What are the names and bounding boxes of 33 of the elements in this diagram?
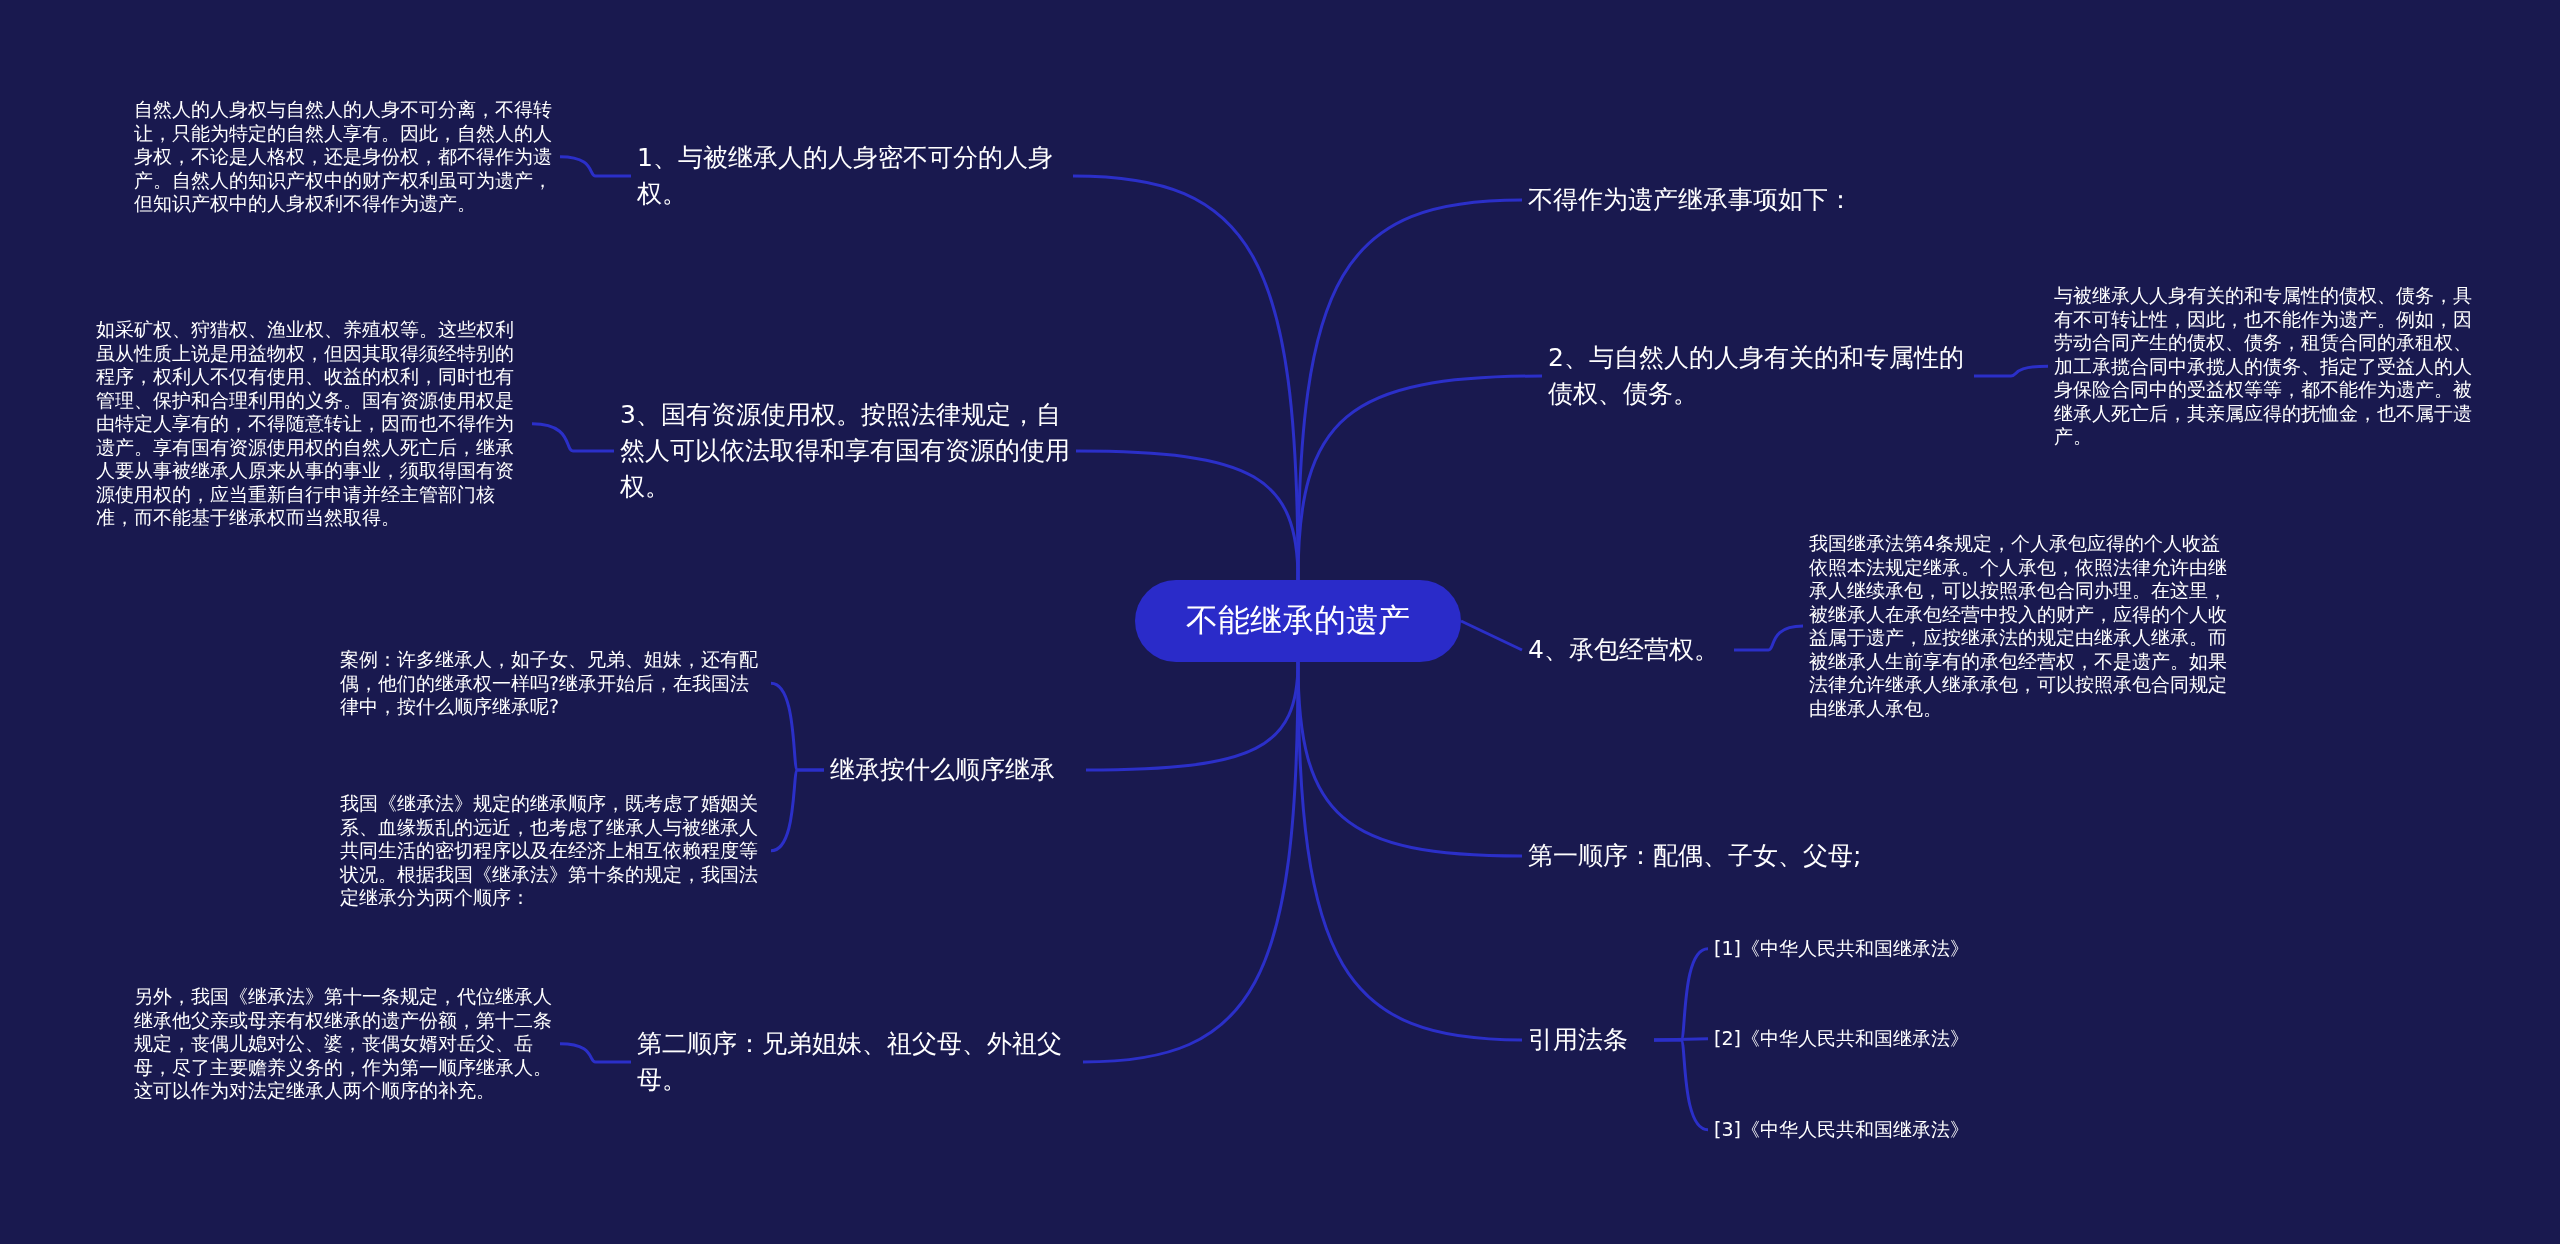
note-text: 另外，我国《继承法》第十一条规定，代位继承人继承他父亲或母亲有权继承的遗产份额，第十二条规定，丧偶儿媳对公、婆，丧偶女婿对岳父、岳母，尽了主要赡养义务的，作为第一顺序继承人。这可以作为对法定继承人两个顺序的补充。 — [134, 985, 554, 1103]
note-text: 与被继承人人身有关的和专属性的债权、债务，具有不可转让性，因此，也不能作为遗产。例如，因劳动合同产生的债权、债务，租赁合同的承租权、加工承揽合同中承揽人的债务、指定了受益人的人身保险合同中的受益权等等，都不能作为遗产。被继承人死亡后，其亲属应得的抚恤金，也不属于遗产。 — [2054, 284, 2474, 449]
note-text: 如采矿权、狩猎权、渔业权、养殖权等。这些权利虽从性质上说是用益物权，但因其取得须经特别的程序，权利人不仅有使用、收益的权利，同时也有管理、保护和合理利用的义务。国有资源使用权是由特定人享有的，不得随意转让，因而也不得作为遗产。享有国有资源使用权的自然人死亡后，继承人要从事被继承人原来从事的事业，须取得国有资源使用权的，应当重新自行申请并经主管部门核准，而不能基于继承权而当然取得。 — [96, 318, 526, 530]
note-text: 我国继承法第4条规定，个人承包应得的个人收益依照本法规定继承。个人承包，依照法律允许由继承人继续承包，可以按照承包合同办理。在这里，被继承人在承包经营中投入的财产，应得的个人收益属于遗产，应按继承法的规定由继承人继承。而被继承人生前享有的承包经营权，不是遗产。如果法律允许继承人继承承包，可以按照承包合同规定由继承人承包。 — [1809, 532, 2229, 720]
note-text: 我国《继承法》规定的继承顺序，既考虑了婚姻关系、血缘叛乱的远近，也考虑了继承人与被继承人共同生活的密切程序以及在经济上相互依赖程度等状况。根据我国《继承法》第十条的规定，我国法定继承分为两个顺序： — [340, 792, 765, 910]
note-text: 自然人的人身权与自然人的人身不可分离，不得转让，只能为特定的自然人享有。因此，自然人的人身权，不论是人格权，还是身份权，都不得作为遗产。自然人的知识产权中的财产权利虽可为遗产，但知识产权中的人身权利不得作为遗产。 — [134, 98, 554, 216]
connector-line — [559, 1042, 631, 1064]
connector-line — [1296, 374, 1543, 581]
connector-line — [1734, 624, 1804, 652]
branch-text: 引用法条 — [1528, 1022, 1648, 1058]
branch-text: 3、国有资源使用权。按照法律规定，自然人可以依法取得和享有国有资源的使用权。 — [620, 397, 1070, 505]
branch-text: 继承按什么顺序继承 — [830, 752, 1080, 788]
central-topic-pill: 不能继承的遗产 — [1135, 580, 1461, 662]
branch-text: 不得作为遗产继承事项如下： — [1528, 182, 1898, 218]
note-text: 案例：许多继承人，如子女、兄弟、姐妹，还有配偶，他们的继承权一样吗?继承开始后，在我国法律中，按什么顺序继承呢? — [340, 648, 765, 719]
connector-line — [559, 155, 631, 178]
connector-line — [1974, 364, 2049, 378]
branch-text: 4、承包经营权。 — [1528, 632, 1728, 668]
connector-line — [1296, 198, 1523, 580]
connector-line — [531, 422, 614, 453]
connector-line — [1082, 662, 1300, 1064]
branch-text: 第二顺序：兄弟姐妹、祖父母、外祖父母。 — [637, 1026, 1077, 1098]
connector-line — [1653, 1037, 1709, 1042]
reference-text: [1]《中华人民共和国继承法》 — [1714, 937, 2014, 961]
reference-text: [3]《中华人民共和国继承法》 — [1714, 1118, 2014, 1142]
connector-line — [770, 768, 824, 853]
connector-line — [1460, 619, 1523, 652]
branch-text: 第一顺序：配偶、子女、父母; — [1528, 838, 1898, 874]
branch-text: 2、与自然人的人身有关的和专属性的债权、债务。 — [1548, 340, 1968, 412]
reference-text: [2]《中华人民共和国继承法》 — [1714, 1027, 2014, 1051]
branch-text: 1、与被继承人的人身密不可分的人身权。 — [637, 140, 1067, 212]
connector-line — [1296, 662, 1523, 1042]
connector-line — [1654, 1038, 1709, 1132]
